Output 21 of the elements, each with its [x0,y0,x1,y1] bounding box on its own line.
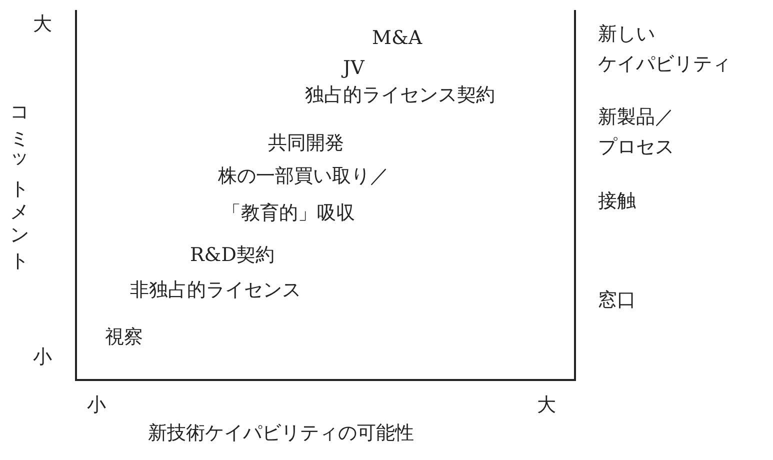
axis-tick-label: 大 [537,393,556,417]
strategy-label: M&A [372,26,422,50]
commitment-level-label: ケイパビリティ [598,52,731,76]
commitment-level-label: 新製品／ [598,105,674,129]
strategy-label: 視察 [105,325,143,349]
axis-tick-label: 小 [33,345,52,369]
strategy-label: 「教育的」吸収 [222,201,355,225]
commitment-level-label: 接触 [598,189,636,213]
strategy-label: 株の一部買い取り／ [218,164,389,188]
strategy-label: 共同開発 [268,131,344,155]
axis-tick-label: 小 [87,393,106,417]
strategy-label: 非独占的ライセンス [130,278,301,302]
axis-title: コミットメント [8,95,32,263]
axis-title: 新技術ケイパビリティの可能性 [148,421,414,445]
commitment-level-label: プロセス [598,135,674,159]
strategy-label: R&D契約 [190,243,274,267]
commitment-level-label: 窓口 [598,288,636,312]
strategy-label: JV [343,56,364,80]
strategy-label: 独占的ライセンス契約 [305,83,495,107]
axis-tick-label: 大 [33,12,52,36]
commitment-level-label: 新しい [598,22,655,46]
